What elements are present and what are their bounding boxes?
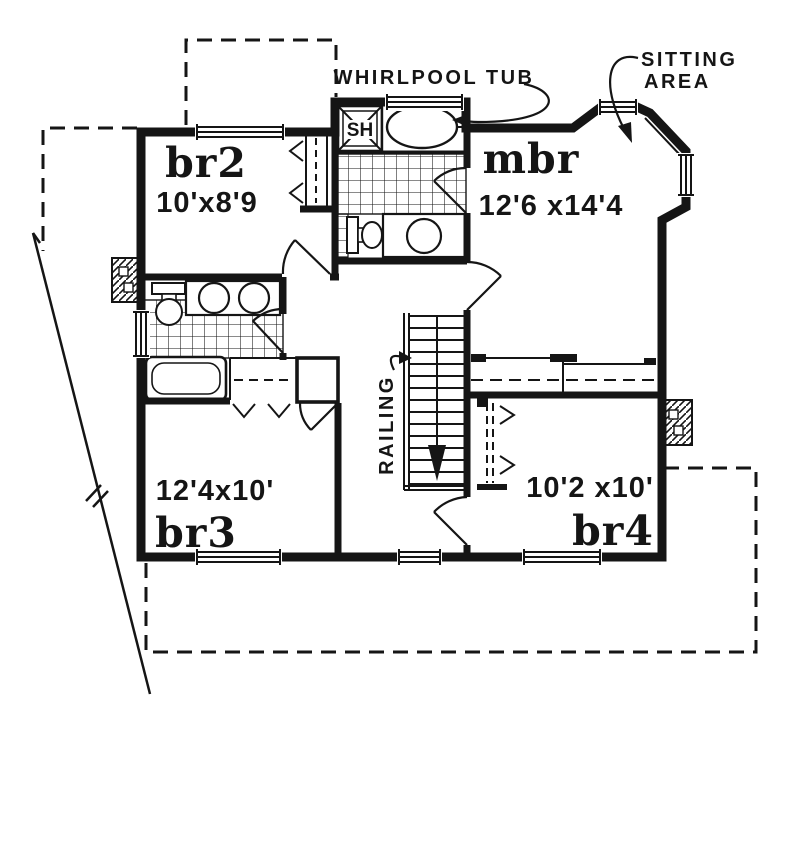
window-br3-bottom bbox=[195, 548, 282, 566]
whirlpool-tub-label: WHIRLPOOL TUB bbox=[333, 67, 534, 89]
master-bath-tile-floor bbox=[337, 153, 467, 258]
door-mbr bbox=[466, 260, 502, 311]
door-hall-bath bbox=[252, 307, 284, 354]
shower-label: SH bbox=[347, 120, 373, 141]
sitting-area-label-line1: SITTING bbox=[641, 49, 737, 71]
railing-arrowhead bbox=[399, 351, 412, 364]
master-toilet bbox=[346, 216, 383, 254]
br2-closet bbox=[288, 133, 328, 208]
whirlpool-arrowhead bbox=[452, 114, 468, 127]
master-vanity bbox=[381, 212, 468, 259]
dashed-left-wing bbox=[41, 126, 137, 251]
window-bay-diagonal bbox=[644, 111, 688, 157]
door-br2 bbox=[281, 239, 331, 275]
dashed-bottom-outline bbox=[144, 466, 758, 654]
window-masterbath-top bbox=[385, 93, 464, 111]
window-bay-top bbox=[598, 98, 638, 116]
whirlpool-arrow bbox=[457, 82, 550, 124]
dashed-top-left-box bbox=[184, 38, 338, 125]
room-dims-br2: 10'x8'9 bbox=[156, 187, 257, 219]
window-hallbath-left bbox=[132, 310, 150, 358]
window-bay-right bbox=[677, 153, 695, 197]
room-name-br2: br2 bbox=[165, 139, 247, 187]
room-dims-br4: 10'2 x10' bbox=[526, 472, 654, 504]
doors bbox=[252, 166, 502, 546]
door-br4 bbox=[433, 495, 468, 546]
door-master-bath bbox=[433, 166, 467, 214]
text-labels: br2 10'x8'9 mbr 12'6 x14'4 12'4x10' br3 … bbox=[155, 49, 737, 557]
room-name-mbr: mbr bbox=[483, 135, 580, 183]
property-line-segment bbox=[31, 232, 152, 695]
window-br2-top bbox=[195, 123, 285, 141]
sitting-area-arrow bbox=[609, 55, 639, 137]
door-br3 bbox=[298, 402, 339, 431]
callout-arrows bbox=[389, 55, 639, 371]
hall-bath bbox=[144, 279, 282, 402]
property-line-tick bbox=[31, 232, 42, 244]
mbr-closet bbox=[471, 354, 656, 392]
railing-label: RAILING bbox=[376, 375, 398, 475]
linen-closet bbox=[229, 357, 298, 419]
dashed-roof-outline bbox=[41, 38, 758, 654]
property-line-break-mark bbox=[85, 484, 109, 508]
windows bbox=[132, 93, 695, 566]
shower-stall bbox=[336, 104, 384, 153]
interior-walls bbox=[141, 102, 662, 557]
window-br4-bottom bbox=[522, 548, 602, 566]
hall-bathtub bbox=[144, 355, 228, 402]
chimney-right bbox=[661, 399, 693, 446]
br4-closet bbox=[477, 397, 516, 483]
sitting-area-arrowhead bbox=[618, 122, 632, 143]
hall-toilet bbox=[151, 282, 186, 326]
window-hall-bottom bbox=[397, 548, 442, 566]
room-name-br3: br3 bbox=[155, 509, 237, 557]
hall-vanity bbox=[184, 279, 282, 317]
room-dims-mbr: 12'6 x14'4 bbox=[479, 190, 624, 222]
hall-closet bbox=[295, 356, 340, 404]
staircase bbox=[403, 313, 466, 491]
stair-direction-arrowhead bbox=[428, 445, 446, 481]
room-dims-br3: 12'4x10' bbox=[156, 475, 275, 507]
property-line bbox=[31, 232, 152, 695]
room-name-br4: br4 bbox=[572, 507, 654, 555]
sitting-area-label-line2: AREA bbox=[644, 71, 711, 93]
